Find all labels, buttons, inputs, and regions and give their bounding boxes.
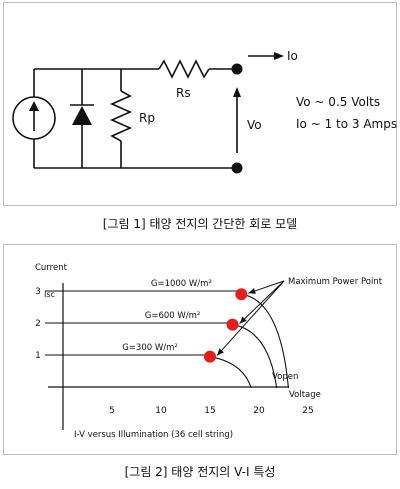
mpp-point	[204, 350, 216, 363]
x-tick-label: 15	[204, 406, 215, 416]
series-label: G=1000 W/m²	[151, 279, 212, 289]
vo-label: Vo	[247, 118, 262, 132]
io-spec-text: Io ~ 1 to 3 Amps	[296, 117, 397, 131]
x-tick-label: 25	[302, 406, 313, 416]
series-curve-knee	[232, 324, 278, 389]
x-axis-title: Voltage	[289, 390, 321, 400]
series-label: G=600 W/m²	[145, 311, 201, 321]
iv-chart: G=1000 W/m² G=600 W/m² G=300 W/m² 5 10 15 20 2…	[35, 263, 383, 440]
diode-symbol	[72, 106, 92, 125]
y-tick-label: 2	[35, 319, 41, 329]
isc-label: Isc	[44, 290, 55, 299]
current-source-symbol	[12, 96, 56, 140]
x-tick-label: 20	[253, 406, 265, 416]
rs-label: Rs	[176, 86, 191, 100]
vopen-label: Vopen	[272, 372, 298, 382]
rs-resistor-zigzag	[158, 59, 210, 79]
series-curve-knee	[241, 293, 289, 389]
x-tick-label: 10	[155, 406, 167, 416]
vo-spec-text: Vo ~ 0.5 Volts	[296, 95, 380, 109]
mpp-arrowhead	[248, 288, 256, 294]
circuit-diagram: Io Rs Rp Vo Vo ~ 0.5 Volts Io ~ 1 to 3 A…	[12, 49, 397, 174]
output-terminal-top	[231, 63, 243, 75]
mpp-arrow	[239, 280, 285, 324]
mpp-point	[235, 288, 248, 301]
y-tick-label: 1	[35, 351, 41, 361]
ticks-layer: 5 10 15 20 25 1 2 3	[35, 287, 314, 416]
mpp-label: Maximum Power Point	[288, 277, 383, 287]
mpp-arrow	[216, 280, 285, 356]
arrows-layer	[216, 280, 285, 356]
y-tick-label: 3	[35, 287, 41, 297]
circuit-figure-frame: Io Rs Rp Vo Vo ~ 0.5 Volts Io ~ 1 to 3 A…	[3, 2, 397, 206]
figure1-caption: [그림 1] 태양 전지의 간단한 회로 모델	[102, 217, 298, 231]
y-axis-title: Current	[35, 263, 68, 273]
series-layer: G=1000 W/m² G=600 W/m² G=300 W/m²	[45, 279, 289, 389]
rp-label: Rp	[139, 111, 155, 125]
figure2-caption: [그림 2] 태양 전지의 V-I 특성	[124, 465, 276, 479]
vo-arrowhead	[233, 87, 241, 97]
series-curve-knee	[209, 356, 252, 389]
mpp-arrowhead	[239, 316, 247, 324]
output-terminal-bottom	[231, 162, 243, 174]
mpp-arrowhead	[217, 348, 224, 356]
x-tick-label: 5	[109, 406, 115, 416]
series-label: G=300 W/m²	[122, 343, 178, 353]
io-label: Io	[287, 49, 298, 63]
chart-subtitle: I-V versus Illumination (36 cell string)	[74, 430, 233, 440]
iv-chart-frame: G=1000 W/m² G=600 W/m² G=300 W/m² 5 10 15 20 2…	[3, 244, 397, 455]
io-arrowhead	[274, 52, 284, 60]
current-source-arrowhead	[29, 101, 39, 111]
mpp-point	[226, 318, 239, 331]
rp-resistor-zigzag	[110, 90, 132, 142]
